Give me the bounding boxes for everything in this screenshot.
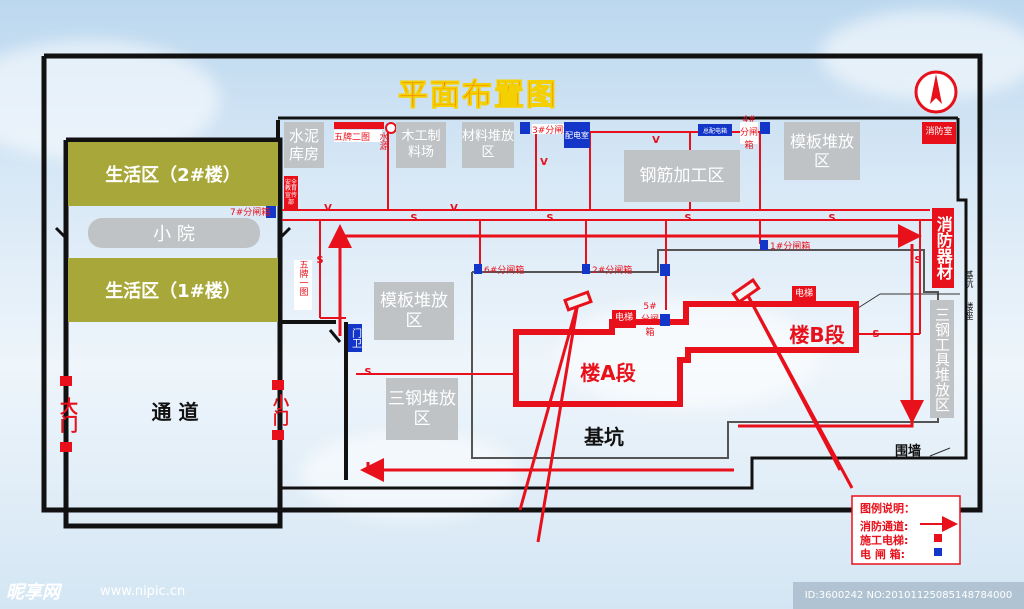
fence-label: 围墙	[894, 443, 921, 459]
crane-cab	[731, 277, 761, 305]
steel-yard: 三钢堆放区	[386, 378, 458, 440]
watermark-logo: 昵享网	[6, 582, 60, 603]
main-gate: 大门	[57, 397, 78, 433]
living-area-2: 生活区（2#楼）	[68, 142, 278, 206]
switchbox-icon	[660, 264, 670, 276]
supply-marker: S	[364, 366, 372, 378]
legend-switchbox: 电 闸 箱:	[860, 548, 906, 561]
living-area-1: 生活区（1#楼）	[68, 258, 278, 322]
elevator-a: 电梯	[612, 310, 636, 328]
building-b-section: 楼B段	[789, 322, 845, 347]
gate-post	[60, 442, 72, 452]
formwork-yard-top: 模板堆放区	[784, 122, 860, 180]
switchbox-3: 3#分闸箱	[532, 124, 573, 136]
pit-edge-label: 基坑	[962, 270, 973, 288]
legend-title: 图例说明：	[860, 502, 915, 515]
water-source: 水源	[377, 132, 388, 150]
wall	[282, 118, 968, 490]
legend-elevator-symbol	[934, 534, 942, 542]
formwork-yard-mid: 模板堆放区	[374, 282, 454, 340]
leader-line	[929, 447, 951, 457]
legend-fire-lane: 消防通道:	[860, 520, 909, 533]
valve-marker: V	[652, 134, 660, 146]
guard-room: 门卫	[348, 324, 362, 352]
site-boundary	[41, 53, 983, 513]
switchbox-icon	[582, 264, 590, 274]
gate-mark	[328, 329, 342, 343]
carpentry-yard: 木工制料场	[396, 122, 446, 168]
steel-tools-yard: 三钢工具堆放区	[930, 300, 954, 418]
switchbox-2: 2#分闸箱	[592, 265, 633, 276]
switchbox-icon	[760, 240, 768, 250]
five-boards-one-drawing: 五牌一图	[294, 260, 312, 310]
building-a-section: 楼A段	[580, 360, 636, 385]
supply-marker: S	[828, 212, 836, 224]
main-distribution-box: 总配电箱	[698, 124, 732, 136]
foundation-pit: 基坑	[584, 424, 624, 449]
gate-post	[60, 376, 72, 386]
fire-room: 消防室	[922, 122, 956, 144]
supply-marker: S	[316, 254, 324, 266]
gate-mark	[54, 226, 68, 240]
valve-marker: V	[450, 202, 458, 214]
gate-post	[272, 430, 284, 440]
signboard	[334, 122, 384, 129]
switchbox-7: 7#分闸箱	[230, 207, 271, 218]
supply-marker: S	[872, 328, 880, 340]
leader-line	[857, 293, 881, 309]
crane-jib	[518, 301, 580, 511]
safety-education: 安全教育宣传部	[284, 176, 298, 210]
legend-elevator: 施工电梯:	[860, 534, 909, 547]
gate-mark	[278, 226, 292, 240]
supply-marker: S	[546, 212, 554, 224]
supply-marker: S	[914, 254, 922, 266]
fire-equipment: 消防器材	[932, 208, 954, 288]
switchbox-icon	[474, 264, 482, 274]
crane-cab	[563, 290, 593, 312]
watermark-url: www.nipic.cn	[100, 584, 186, 599]
supply-marker: S	[684, 212, 692, 224]
switchbox-5: 5#分闸箱	[640, 302, 659, 338]
pit-outline	[471, 249, 939, 459]
small-gate: 小门	[270, 394, 289, 426]
switchbox-1: 1#分闸箱	[770, 241, 811, 252]
five-boards-two-drawings: 五牌二图	[334, 130, 382, 143]
elevator-b: 电梯	[792, 286, 816, 304]
switchbox-icon	[266, 206, 276, 218]
watermark-id: ID:3600242 NO:20101125085148784000	[793, 582, 1024, 609]
courtyard: 小 院	[88, 218, 260, 248]
switchbox-icon	[760, 122, 770, 134]
cloud	[300, 430, 520, 520]
valve-marker: V	[324, 202, 332, 214]
switchbox-4: 4#分闸箱	[740, 115, 759, 151]
crane-jib	[744, 291, 842, 471]
valve-marker: V	[540, 156, 548, 168]
rebar-processing: 钢筋加工区	[624, 150, 740, 202]
supply-marker: S	[410, 212, 418, 224]
passage: 通 道	[151, 399, 199, 424]
cement-store: 水泥库房	[284, 122, 324, 168]
crane-jib	[536, 301, 580, 543]
switchbox-icon	[660, 314, 670, 326]
legend-switchbox-symbol	[934, 548, 942, 556]
switchbox-icon	[520, 122, 530, 134]
north-arrow-icon	[930, 74, 942, 104]
floor-base-label: 楼座	[962, 302, 973, 320]
material-yard: 材料堆放区	[462, 122, 514, 168]
page-title: 平面布置图	[398, 78, 558, 114]
switchbox-6: 6#分闸箱	[484, 265, 525, 276]
gate-post	[272, 380, 284, 390]
power-room: 配电室	[564, 122, 590, 148]
living-block	[63, 137, 283, 529]
